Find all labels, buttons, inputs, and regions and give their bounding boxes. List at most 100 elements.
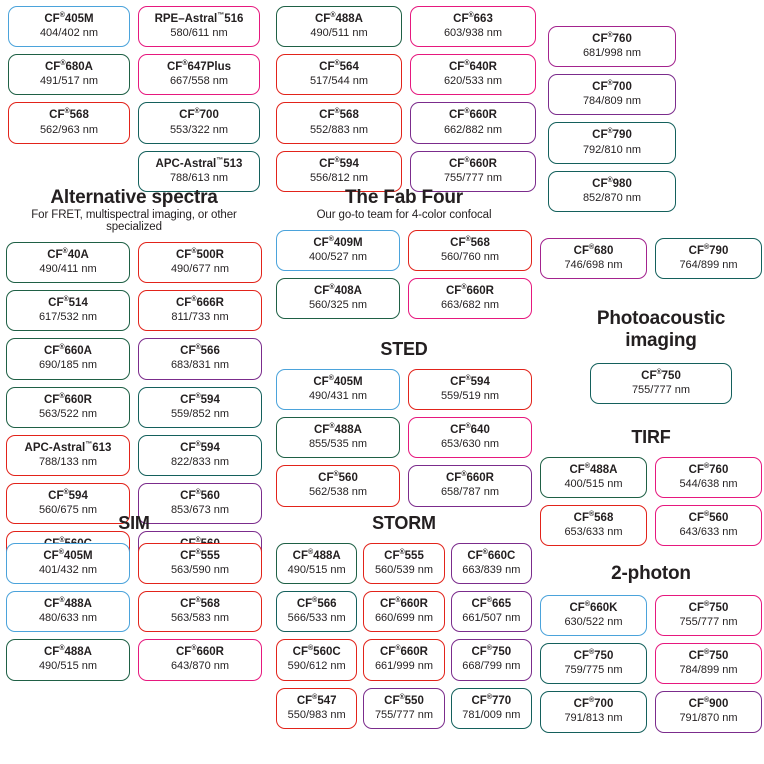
dye-spectra: 562/538 nm: [308, 486, 368, 499]
registered-mark-icon: ®: [588, 511, 595, 519]
section-title-sim: SIM: [118, 513, 150, 533]
registered-mark-icon: ®: [191, 645, 197, 653]
registered-mark-icon: ®: [334, 108, 340, 116]
registered-mark-icon: ®: [330, 12, 336, 19]
dye-spectra: 755/777 nm: [443, 171, 503, 184]
registered-mark-icon: ®: [703, 649, 710, 657]
dye-name: CF®770: [471, 693, 512, 707]
registered-mark-icon: ®: [328, 235, 334, 243]
dye-name: CF®547: [296, 693, 337, 707]
dye-spectra: 755/777 nm: [631, 383, 691, 396]
registered-mark-icon: ®: [308, 548, 314, 556]
dye-spectra: 788/613 nm: [169, 171, 229, 184]
dye-name: CF®680A: [44, 60, 93, 74]
registered-mark-icon: ®: [308, 645, 314, 653]
registered-mark-icon: ®: [482, 548, 488, 556]
dye-name: CF®594: [450, 374, 490, 388]
dye-spectra: 781/009 nm: [462, 708, 521, 721]
registered-mark-icon: ®: [656, 368, 662, 376]
dye-spectra: 517/544 nm: [309, 75, 369, 88]
registered-mark-icon: ®: [607, 32, 613, 39]
registered-mark-icon: ®: [461, 471, 467, 479]
dye-name: CF®640R: [448, 60, 497, 74]
dye-spectra: 491/517 nm: [39, 75, 99, 88]
dye-name: CF®560: [688, 511, 729, 524]
